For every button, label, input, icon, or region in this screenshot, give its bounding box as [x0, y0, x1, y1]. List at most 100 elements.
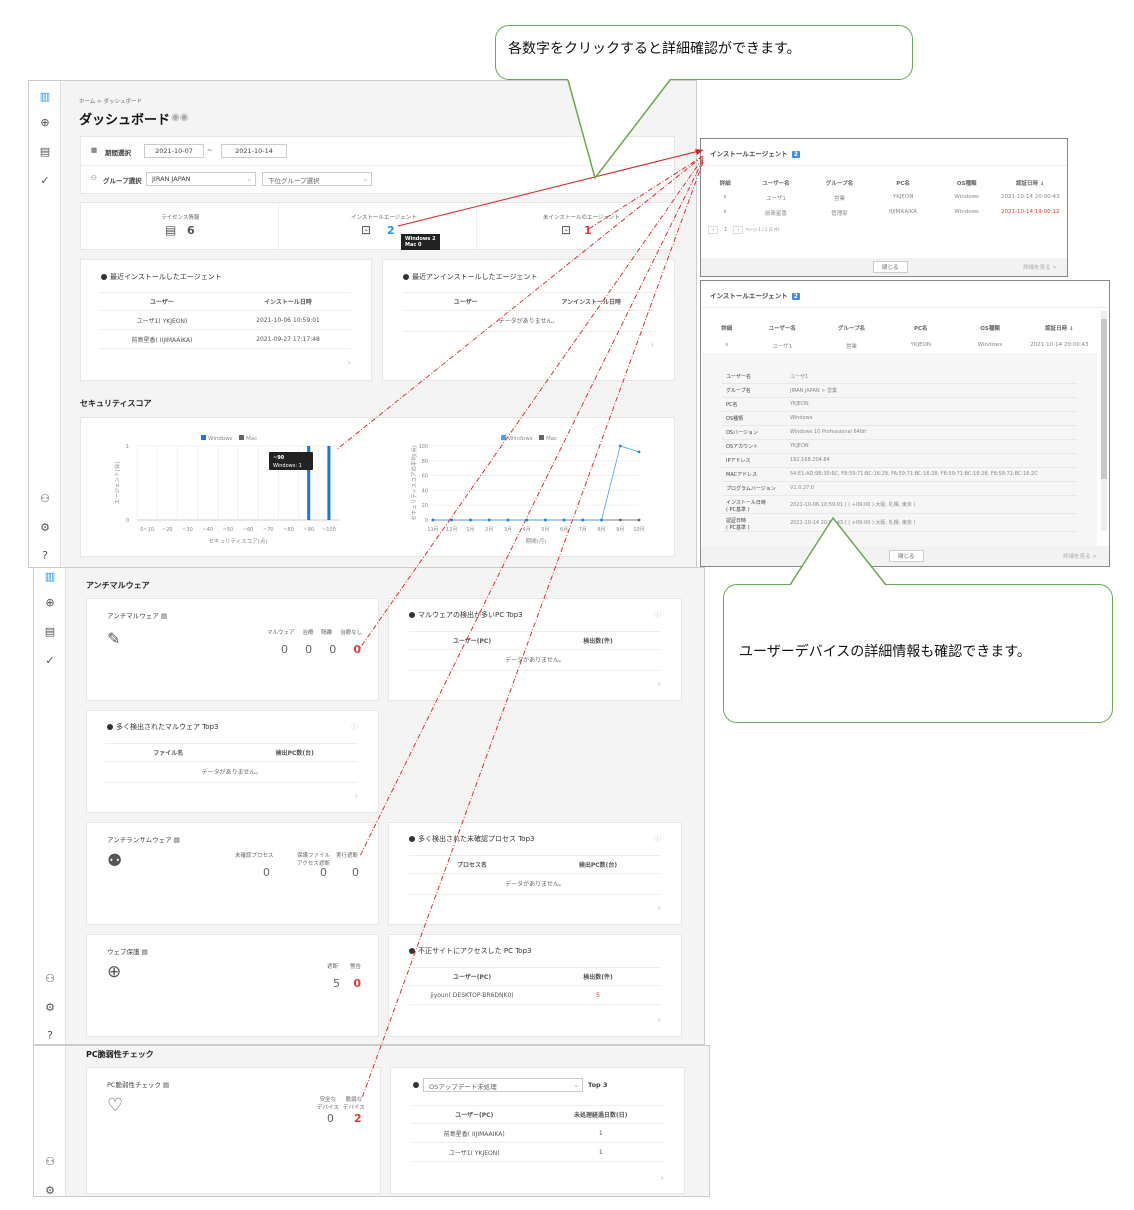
page-info[interactable]: ページ 1 / 1 (2 件) — [745, 227, 780, 232]
detail-label: グループ名 — [726, 388, 751, 394]
chevron-right-icon[interactable]: › — [347, 358, 351, 367]
view-details-link[interactable]: 詳細を見る > — [1063, 554, 1097, 560]
close-button[interactable]: 閉じる — [873, 261, 908, 273]
users-icon[interactable]: ⚇ — [45, 972, 55, 985]
uninstalled-count[interactable]: 1 — [584, 224, 592, 237]
report-icon[interactable]: ▤ — [44, 625, 56, 638]
info-icon[interactable]: ⓘ — [654, 611, 662, 619]
help-icon[interactable]: ? — [42, 549, 48, 562]
view-details-link[interactable]: 詳細を見る > — [1023, 265, 1057, 271]
detail-label: MACアドレス — [726, 472, 758, 478]
cured-count[interactable]: 0 — [305, 643, 313, 656]
table-cell: 詳細 — [721, 326, 733, 332]
license-count[interactable]: 6 — [187, 224, 195, 237]
callout-bottom-text: ユーザーデバイスの詳細情報も確認できます。 — [739, 644, 1031, 660]
warning-count[interactable]: 0 — [353, 977, 361, 990]
subgroup-select[interactable]: 下位グループ選択⌄ — [262, 172, 372, 186]
x-tick-label: 0~10 — [140, 527, 154, 533]
table-cell: ユーザ1 — [765, 196, 786, 202]
data-point-windows — [637, 450, 641, 454]
scrollbar[interactable] — [1101, 311, 1107, 531]
label-quarantined: 隔離 — [321, 630, 333, 636]
detail-value: 192.168.204.84 — [790, 457, 830, 463]
x-tick-label: ~100 — [322, 527, 336, 533]
detail-label: IPアドレス — [726, 458, 751, 464]
end-date-input[interactable]: 2021-10-14 — [221, 144, 287, 158]
filter-panel: ▦ 期間選択 2021-10-07 ~ 2021-10-14 ⚇ グループ選択 … — [80, 136, 675, 194]
next-page-button[interactable]: › — [733, 226, 744, 234]
gear-icon[interactable]: ⚙ — [40, 521, 50, 534]
table-row[interactable]: 前島星香( IIJIMAAIKA)2021-09-27 17:17:48 — [99, 330, 351, 349]
data-point-windows — [581, 518, 585, 522]
check-icon[interactable]: ✓ — [45, 654, 55, 667]
page-number[interactable]: 1 — [723, 227, 728, 233]
label-malware: マルウェア — [267, 630, 295, 636]
installed-count[interactable]: 2 — [387, 224, 395, 237]
legend-label: Windows — [508, 436, 533, 442]
antimalware-title: アンチマルウェア — [107, 612, 159, 620]
chevron-right-icon[interactable]: › — [650, 340, 654, 349]
report-icon[interactable]: ▤ — [173, 836, 180, 844]
malware-count[interactable]: 0 — [281, 643, 288, 656]
report-icon[interactable]: ▤ — [39, 145, 51, 158]
not-cured-count[interactable]: 0 — [353, 643, 361, 656]
blocked-count[interactable]: 5 — [333, 977, 340, 990]
unknown-process-count[interactable]: 0 — [263, 866, 270, 879]
breadcrumb[interactable]: ホーム > ダッシュボード — [79, 99, 142, 105]
y-axis-label: エージェント(台) — [113, 462, 121, 505]
x-tick-label: ~60 — [243, 527, 254, 533]
group-select[interactable]: JIRAN JAPAN⌄ — [146, 172, 256, 186]
data-point-mac — [618, 518, 622, 522]
vulnerable-device-count[interactable]: 2 — [354, 1112, 362, 1125]
table-row[interactable]: ユーザ1( YKJEON)1 — [411, 1143, 664, 1162]
report-icon[interactable]: ▤ — [163, 1081, 170, 1089]
close-button[interactable]: 閉じる — [889, 550, 924, 562]
exec-block-count[interactable]: 0 — [352, 866, 359, 879]
dashboard-icon[interactable]: ▥ — [44, 570, 56, 583]
y-tick-label: 20 — [422, 503, 428, 509]
file-access-block-count[interactable]: 0 — [320, 866, 327, 879]
info-icon[interactable]: ⓘ — [654, 835, 662, 843]
table-row[interactable]: jiyoun( DESKTOP-BR6DNK0)5 — [409, 986, 661, 1005]
chevron-down-icon: ⌄ — [573, 1081, 579, 1089]
dashboard-screen-middle: ▥ ⊕ ▤ ✓ ⚇ ⚙ ? アンチマルウェア アンチマルウェア ▤ ✎ マルウェ… — [33, 567, 705, 1045]
table-row[interactable]: 前島星香( IIJIMAAIKA)1 — [411, 1124, 664, 1143]
users-icon[interactable]: ⚇ — [40, 492, 50, 505]
report-icon[interactable]: ▤ — [141, 948, 148, 956]
chevron-right-icon[interactable]: › — [657, 1015, 661, 1024]
group-icon: ⚇ — [91, 174, 97, 182]
check-type-select[interactable]: OSアップデート未処理⌄ — [423, 1078, 583, 1092]
chevron-right-icon[interactable]: › — [354, 791, 358, 800]
chevron-right-icon[interactable]: › — [657, 679, 661, 688]
x-tick-label: 9月 — [616, 527, 624, 533]
heart-icon: ♡ — [107, 1095, 124, 1116]
web-protection-title: ウェブ保護 — [107, 948, 140, 956]
legend-label: Mac — [246, 436, 257, 442]
help-icon[interactable]: ? — [47, 1029, 53, 1042]
gear-icon[interactable]: ⚙ — [45, 1001, 55, 1014]
gear-icon[interactable]: ⚙ — [45, 1184, 55, 1197]
dashboard-icon[interactable]: ▥ — [39, 90, 51, 103]
safe-device-count[interactable]: 0 — [327, 1112, 334, 1125]
start-date-input[interactable]: 2021-10-07 — [144, 144, 204, 158]
chevron-right-icon[interactable]: › — [660, 1173, 664, 1182]
prev-page-button[interactable]: ‹ — [708, 226, 719, 234]
users-icon[interactable]: ⚇ — [45, 1155, 55, 1168]
chevron-right-icon[interactable]: › — [657, 903, 661, 912]
y-tick-label: 0 — [425, 518, 428, 524]
quarantined-count[interactable]: 0 — [329, 643, 337, 656]
search-icon[interactable]: ⊕ — [45, 596, 55, 609]
table-row[interactable]: ユーザ1( YKJEON)2021-10-06 10:59:01 — [99, 311, 351, 330]
malware-pc-top3-card: マルウェアの検出が多いPC Top3 ⓘ ユーザー(PC)検出数(件) データが… — [388, 598, 682, 701]
table-cell: PC名 — [896, 181, 910, 187]
title-icons[interactable]: ◉◉ — [171, 112, 189, 123]
info-icon[interactable]: ⓘ — [351, 723, 359, 731]
check-icon[interactable]: ✓ — [40, 174, 50, 187]
report-icon[interactable]: ▤ — [160, 612, 167, 620]
vulnerability-card: PC脆弱性チェック ▤ ♡ 安全な デバイス 脆弱な デバイス 0 2 — [86, 1067, 381, 1194]
search-icon[interactable]: ⊕ — [40, 116, 50, 129]
